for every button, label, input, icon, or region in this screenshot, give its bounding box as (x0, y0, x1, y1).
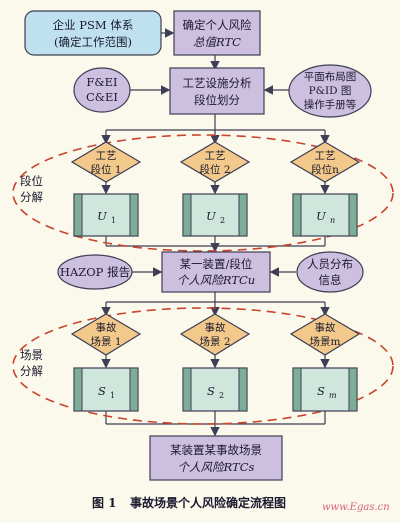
scenario-1-line2: 场景 1 (90, 335, 121, 348)
rtc-line2: 总值RTC (193, 35, 241, 49)
scenario-2-line2: 场景 2 (199, 335, 230, 348)
scenario-diamond-m: 事故 场景m (289, 313, 361, 356)
segment-group-ellipse (12, 134, 394, 252)
process-box-sm: S m (292, 367, 358, 412)
scenario-1-line1: 事故 (96, 321, 117, 334)
sm-subscript: m (329, 391, 337, 400)
scenario-group-label-line2: 分解 (20, 364, 43, 378)
node-documents: 平面布局图 P&ID 图 操作手册等 (288, 64, 372, 118)
un-subscript: n (330, 216, 335, 225)
fei-line2: C&EI (86, 90, 118, 104)
node-process-split: 工艺设施分析 段位划分 (169, 67, 265, 115)
u2-subscript: 2 (220, 216, 225, 225)
s2-label: S (207, 384, 215, 398)
node-unit-risk: 某一装置/段位 个人风险RTCu (161, 251, 271, 293)
segment-n-line2: 段位n (311, 163, 339, 176)
node-psm-system: 企业 PSM 体系 (确定工作范围) (24, 10, 162, 56)
figure-caption-label: 图 1 (92, 496, 117, 510)
node-people-distribution: 人员分布 信息 (296, 251, 364, 293)
scenario-m-line2: 场景m (310, 335, 341, 348)
docs-line1: 平面布局图 (304, 71, 357, 83)
un-label: U (316, 209, 326, 223)
u2-label: U (206, 209, 216, 223)
process-box-u1: U 1 (73, 193, 139, 237)
segment-n-line1: 工艺 (315, 150, 336, 162)
people-line1: 人员分布 (307, 257, 353, 271)
docs-line3: 操作手册等 (304, 98, 357, 111)
rtc-line1: 确定个人风险 (183, 18, 252, 32)
scenario-group-ellipse (12, 307, 394, 425)
segment-group-label-line1: 段位 (20, 174, 43, 188)
figure-caption-text: 事故场景个人风险确定流程图 (130, 495, 286, 510)
segment-1-line1: 工艺 (96, 150, 117, 162)
u1-subscript: 1 (111, 216, 116, 225)
split-line1: 工艺设施分析 (183, 76, 252, 90)
people-line2: 信息 (319, 273, 342, 287)
hazop-label: HAZOP 报告 (60, 265, 130, 279)
segment-diamond-2: 工艺 段位 2 (179, 141, 251, 183)
unit-risk-line2: 个人风险RTCu (177, 273, 255, 287)
docs-line2: P&ID 图 (309, 85, 352, 97)
process-box-u2: U 2 (182, 193, 248, 237)
segment-2-line1: 工艺 (205, 150, 226, 162)
s1-label: S (98, 384, 106, 398)
fei-line1: F&EI (86, 75, 117, 89)
process-box-s2: S 2 (182, 367, 248, 412)
s1-subscript: 1 (110, 391, 115, 400)
u1-label: U (97, 209, 107, 223)
s2-subscript: 2 (219, 391, 224, 400)
node-hazop-report: HAZOP 报告 (57, 254, 133, 290)
scenario-m-line1: 事故 (315, 321, 336, 334)
final-line2: 个人风险RTCs (178, 460, 255, 474)
process-box-un: U n (292, 193, 358, 237)
psm-line2: (确定工作范围) (54, 35, 132, 49)
watermark-text: www.Egas.cn (322, 502, 390, 513)
scenario-diamond-1: 事故 场景 1 (70, 313, 142, 356)
unit-risk-line1: 某一装置/段位 (180, 257, 253, 271)
process-box-s1: S 1 (73, 367, 139, 412)
final-line1: 某装置某事故场景 (170, 443, 262, 457)
node-total-risk-rtc: 确定个人风险 总值RTC (173, 10, 261, 56)
psm-line1: 企业 PSM 体系 (53, 18, 134, 32)
segment-diamond-n: 工艺 段位n (289, 141, 361, 183)
segment-2-line2: 段位 2 (199, 163, 230, 176)
scenario-diamond-2: 事故 场景 2 (179, 313, 251, 356)
segment-1-line2: 段位 1 (90, 163, 121, 176)
sm-label: S (317, 384, 325, 398)
node-fei-cei: F&EI C&EI (73, 67, 131, 113)
split-line2: 段位划分 (194, 93, 240, 107)
scenario-2-line1: 事故 (205, 321, 226, 334)
segment-diamond-1: 工艺 段位 1 (70, 141, 142, 183)
segment-group-label-line2: 分解 (20, 190, 43, 204)
node-final-rtcs: 某装置某事故场景 个人风险RTCs (149, 435, 283, 481)
scenario-group-label-line1: 场景 (20, 348, 43, 362)
